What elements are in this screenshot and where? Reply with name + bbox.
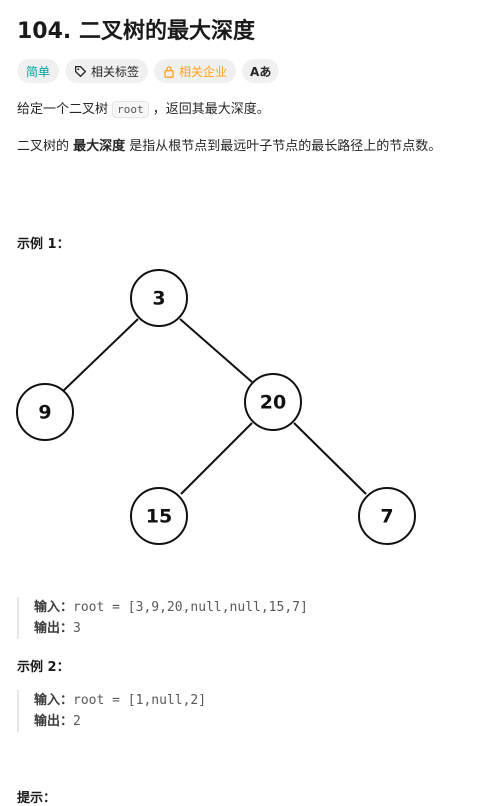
tree-edge — [179, 318, 253, 383]
description-text: ，返回其最大深度。 — [148, 102, 270, 117]
lock-icon — [163, 65, 175, 78]
translate-button[interactable]: Aあ — [242, 59, 280, 83]
example-1-io-block: 输入：root = [3,9,20,null,null,15,7] 输出：3 — [17, 597, 308, 639]
related-companies-label: 相关企业 — [179, 64, 228, 79]
input-label: 输入： — [34, 693, 74, 708]
input-value: root = [3,9,20,null,null,15,7] — [73, 600, 308, 615]
description-paragraph-2: 二叉树的 最大深度 是指从根节点到最远叶子节点的最长路径上的节点数。 — [17, 136, 457, 158]
max-depth-term: 最大深度 — [73, 139, 126, 154]
difficulty-tag[interactable]: 简单 — [17, 59, 60, 83]
example-2-input-line: 输入：root = [1,null,2] — [34, 690, 206, 711]
related-tags-button[interactable]: 相关标签 — [65, 59, 149, 83]
example-1-title: 示例 1： — [17, 237, 70, 252]
tree-node-label: 7 — [380, 506, 393, 528]
tree-node-label: 15 — [146, 506, 172, 528]
description-text: 二叉树的 — [17, 139, 74, 154]
root-code: root — [112, 101, 149, 118]
example-1-output-line: 输出：3 — [34, 618, 308, 639]
output-label: 输出： — [34, 621, 74, 636]
description-text: 是指从根节点到最远叶子节点的最长路径上的节点数。 — [125, 139, 442, 154]
output-label: 输出： — [34, 714, 74, 729]
tree-node-label: 20 — [260, 392, 286, 414]
tree-node-circle — [358, 487, 416, 545]
tag-bar: 简单 相关标签 相关企业 Aあ — [17, 59, 280, 83]
tree-edge — [180, 422, 253, 495]
tree-node-circle — [244, 373, 302, 431]
example-2-io-block: 输入：root = [1,null,2] 输出：2 — [17, 690, 206, 732]
tree-edge — [61, 318, 139, 393]
tree-node-circle — [16, 383, 74, 441]
tag-icon — [74, 65, 87, 78]
example-1-tree-diagram: 3 9 20 15 7 — [16, 269, 416, 545]
tree-node-circle — [130, 269, 188, 327]
related-companies-button[interactable]: 相关企业 — [154, 59, 237, 83]
example-1-input-line: 输入：root = [3,9,20,null,null,15,7] — [34, 597, 308, 618]
output-value: 3 — [73, 621, 81, 636]
tree-node-label: 3 — [152, 288, 165, 310]
input-value: root = [1,null,2] — [73, 693, 207, 708]
hints-title: 提示： — [17, 791, 57, 806]
description-paragraph-1: 给定一个二叉树 root ，返回其最大深度。 — [17, 99, 457, 121]
tree-node-label: 9 — [38, 402, 51, 424]
related-tags-label: 相关标签 — [91, 64, 140, 79]
difficulty-label: 简单 — [26, 64, 51, 79]
problem-title: 104. 二叉树的最大深度 — [17, 19, 255, 44]
description-text: 给定一个二叉树 — [17, 102, 113, 117]
tree-node-circle — [130, 487, 188, 545]
translate-icon: Aあ — [250, 64, 272, 79]
tree-edge — [293, 422, 367, 495]
example-2-output-line: 输出：2 — [34, 711, 206, 732]
example-2-title: 示例 2： — [17, 660, 70, 675]
input-label: 输入： — [34, 600, 74, 615]
output-value: 2 — [73, 714, 81, 729]
